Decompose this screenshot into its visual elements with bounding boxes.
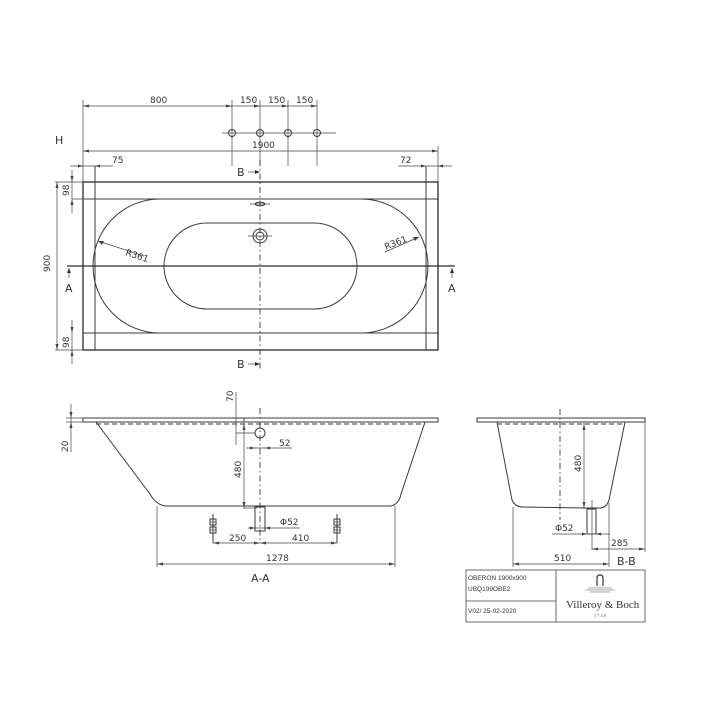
dim-410: 410 xyxy=(292,534,309,544)
waste-pipe xyxy=(586,508,597,535)
dim-98-top: 98 xyxy=(62,184,72,196)
radius-left: R361 xyxy=(124,248,149,265)
dim-phi52-a: Φ52 xyxy=(280,518,299,528)
tap-hole-icon xyxy=(313,129,321,137)
section-b-title: B-B xyxy=(617,555,636,568)
dim-1278: 1278 xyxy=(266,554,289,564)
foot-left xyxy=(209,514,217,543)
radius-right: R361 xyxy=(383,235,408,253)
tap-logo-icon xyxy=(585,574,615,593)
dim-75: 75 xyxy=(112,156,123,166)
dim-480-a: 480 xyxy=(234,461,244,478)
section-marker-b-top: B xyxy=(237,166,245,179)
dim-52: 52 xyxy=(279,439,290,449)
section-a-view: 20 70 52 480 Φ52 xyxy=(61,390,439,585)
dim-98-bottom: 98 xyxy=(62,336,72,348)
dim-70: 70 xyxy=(226,390,236,402)
section-marker-a-right: A xyxy=(448,282,456,295)
basin-floor-outline xyxy=(163,222,358,310)
version-date: V02/ 25-02-2020 xyxy=(468,608,517,615)
section-marker-a-left: A xyxy=(65,282,73,295)
dim-900: 900 xyxy=(43,255,53,272)
dim-72: 72 xyxy=(400,156,411,166)
plan-view: H 800 150 150 150 1900 75 xyxy=(43,96,456,371)
tub-profile-b xyxy=(496,421,626,509)
rim xyxy=(82,417,439,423)
product-code: UBQ199OBE2 xyxy=(468,586,511,593)
dim-phi52-b: Φ52 xyxy=(555,524,574,534)
dim-150-c: 150 xyxy=(296,96,313,106)
waste-pipe xyxy=(254,506,266,532)
product-name: OBERON 1900x900 xyxy=(468,575,527,582)
dim-800: 800 xyxy=(150,96,167,106)
dim-250: 250 xyxy=(229,534,246,544)
section-marker-b-bottom: B xyxy=(237,358,245,371)
dim-285: 285 xyxy=(611,539,628,549)
dim-20: 20 xyxy=(61,440,71,452)
dim-480-b: 480 xyxy=(574,455,584,472)
dim-1900: 1900 xyxy=(252,141,275,151)
tap-hole-icon xyxy=(228,129,236,137)
dim-150-a: 150 xyxy=(240,96,257,106)
section-b-view: 480 Φ52 285 510 B-B xyxy=(476,409,646,568)
dim-510: 510 xyxy=(554,554,571,564)
foot-right xyxy=(333,514,341,543)
dim-150-b: 150 xyxy=(268,96,285,106)
brand-year: 1748 xyxy=(594,613,607,618)
tub-profile-a xyxy=(95,421,426,507)
rim xyxy=(476,417,646,423)
height-label: H xyxy=(55,134,63,147)
basin-outline xyxy=(92,198,429,334)
title-block: OBERON 1900x900 UBQ199OBE2 V02/ 25-02-20… xyxy=(465,569,646,623)
section-a-title: A-A xyxy=(251,572,270,585)
tap-hole-icon xyxy=(256,129,264,137)
brand-name: Villeroy & Boch xyxy=(566,599,640,611)
tap-hole-icon xyxy=(284,129,292,137)
